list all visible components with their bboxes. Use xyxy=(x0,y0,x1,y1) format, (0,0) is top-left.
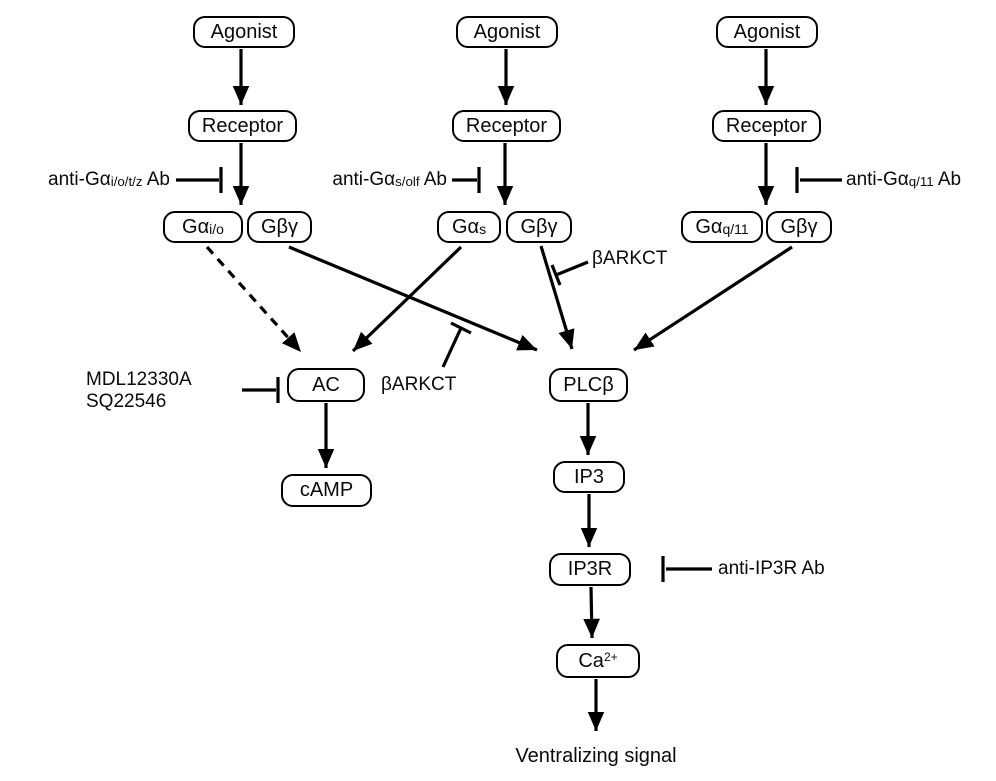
label-mdl12330a: MDL12330A xyxy=(86,369,192,390)
label-sq22546: SQ22546 xyxy=(86,391,167,412)
label-anti-galphas-ab: anti-Gαs/olf Ab xyxy=(332,169,447,190)
label-mdl-sq: MDL12330A SQ22546 xyxy=(86,369,192,413)
label-ventralizing-signal: Ventralizing signal xyxy=(515,744,677,767)
label-anti-ip3r-ab: anti-IP3R Ab xyxy=(718,558,825,579)
node-ac: AC xyxy=(287,368,365,402)
arrow-gbetagamma-mid-to-plcbeta xyxy=(539,245,575,350)
node-g-betagamma-left: Gβγ xyxy=(247,211,312,243)
label-barkct-lower: βARKCT xyxy=(381,374,457,395)
node-ca2plus: Ca2+ xyxy=(556,644,640,678)
node-g-alpha-s: Gαs xyxy=(437,211,501,243)
inhibition-anti-galphaq-ab xyxy=(795,167,842,193)
label-barkct-upper: βARKCT xyxy=(592,248,668,269)
node-g-betagamma-right: Gβγ xyxy=(766,211,832,243)
node-receptor-mid: Receptor xyxy=(452,110,561,142)
node-ip3r: IP3R xyxy=(549,553,631,586)
node-g-alpha-q11: Gαq/11 xyxy=(681,211,763,243)
arrow-ip3r-to-ca xyxy=(583,586,600,639)
node-g-betagamma-mid: Gβγ xyxy=(506,211,572,243)
label-anti-galphaq-ab: anti-Gαq/11 Ab xyxy=(846,169,962,190)
arrow-gbetagamma-right-to-plcbeta xyxy=(633,245,793,352)
inhibition-barkct-lower xyxy=(441,321,472,368)
label-anti-galphaio-ab: anti-Gαi/o/t/z Ab xyxy=(48,169,170,190)
node-receptor-left: Receptor xyxy=(188,110,297,142)
inhibition-mdl-sq-on-ac xyxy=(242,377,280,403)
inhibition-anti-galphas-ab xyxy=(452,167,481,193)
node-agonist-left: Agonist xyxy=(193,16,295,48)
arrow-dashed-galphaio-to-ac xyxy=(205,245,303,354)
activation-arrows xyxy=(205,49,793,731)
node-agonist-mid: Agonist xyxy=(456,16,558,48)
node-camp: cAMP xyxy=(281,474,372,507)
node-g-alpha-io: Gαi/o xyxy=(163,211,243,243)
inhibition-anti-galphaio-ab xyxy=(176,167,223,193)
arrow-gbetagamma-left-to-plcbeta xyxy=(288,245,538,352)
node-agonist-right: Agonist xyxy=(716,16,818,48)
inhibition-anti-ip3r-ab xyxy=(661,556,712,582)
node-receptor-right: Receptor xyxy=(712,110,821,142)
node-ip3: IP3 xyxy=(553,461,625,493)
arrow-galphas-to-ac xyxy=(351,245,463,353)
inhibition-barkct-upper xyxy=(550,260,589,286)
inhibition-lines xyxy=(176,167,842,582)
node-plc-beta: PLCβ xyxy=(549,368,628,402)
